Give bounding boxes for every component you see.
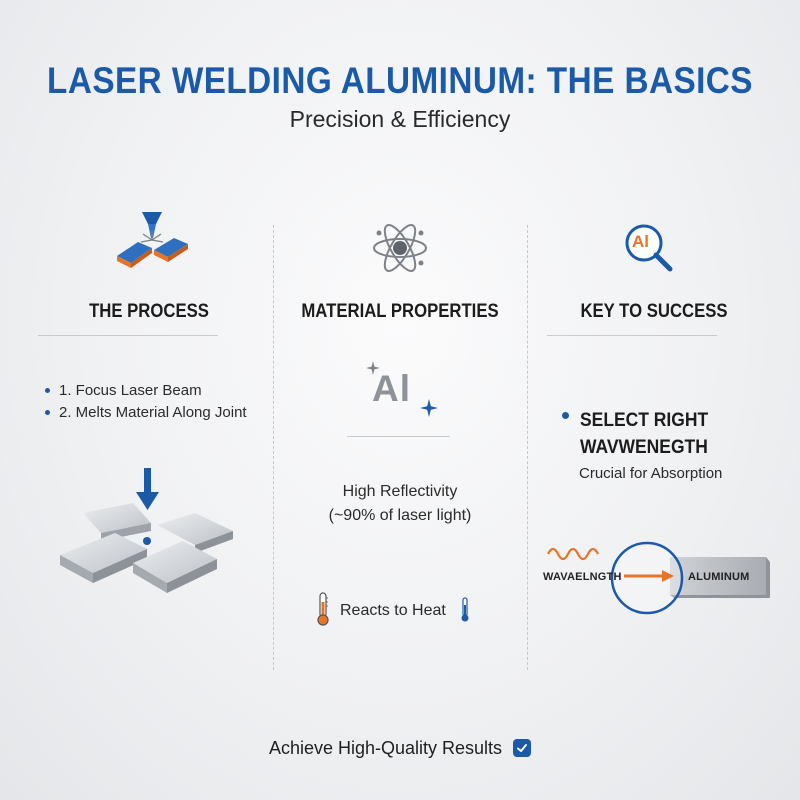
metal-plates-with-arrow-icon <box>60 468 233 593</box>
process-step-2: 2. Melts Material Along Joint <box>43 402 247 424</box>
reflectivity-percent: (~90% of laser light) <box>328 507 472 524</box>
material-heading: MATERIAL PROPERTIES <box>301 301 499 322</box>
process-steps-list: 1. Focus Laser Beam 2. Melts Material Al… <box>43 380 247 424</box>
aluminum-label: ALUMINUM <box>688 571 750 583</box>
checkmark-icon <box>513 739 532 758</box>
key-point-subtitle: Crucial for Absorption <box>579 465 723 482</box>
atom-icon <box>373 224 427 272</box>
thermometer-icon <box>317 592 329 626</box>
wavelength-label: WAVAELNGTH <box>543 571 622 583</box>
wavelength-diagram <box>547 541 770 615</box>
sparkle-icon <box>420 399 438 417</box>
magnifier-symbol: Al <box>632 232 649 251</box>
column-divider-left <box>273 225 274 670</box>
page-subtitle: Precision & Efficiency <box>289 106 511 132</box>
key-point-title: SELECT RIGHT WAVWENEGTH <box>580 410 709 458</box>
reflectivity-text: High Reflectivity <box>342 483 458 500</box>
thermometer-icon <box>461 597 469 622</box>
success-heading-rule <box>547 335 717 336</box>
key-point-bullet <box>562 412 578 419</box>
aluminum-symbol: Al <box>372 368 411 409</box>
page-title: LASER WELDING ALUMINUM: THE BASICS <box>47 60 753 101</box>
magnifier-al-icon <box>625 224 673 272</box>
column-divider-right <box>527 225 528 670</box>
wave-icon <box>547 547 599 561</box>
process-heading-rule <box>38 335 218 336</box>
footer: Achieve High-Quality Results <box>0 737 800 759</box>
process-heading: THE PROCESS <box>89 301 209 322</box>
heat-text: Reacts to Heat <box>340 602 446 619</box>
sparkle-icon <box>366 361 380 375</box>
process-step-1: 1. Focus Laser Beam <box>43 380 247 402</box>
success-heading: KEY TO SUCCESS <box>580 301 728 322</box>
laser-welding-icon <box>117 212 188 268</box>
material-symbol-rule <box>347 436 450 437</box>
footer-text: Achieve High-Quality Results <box>268 737 503 758</box>
